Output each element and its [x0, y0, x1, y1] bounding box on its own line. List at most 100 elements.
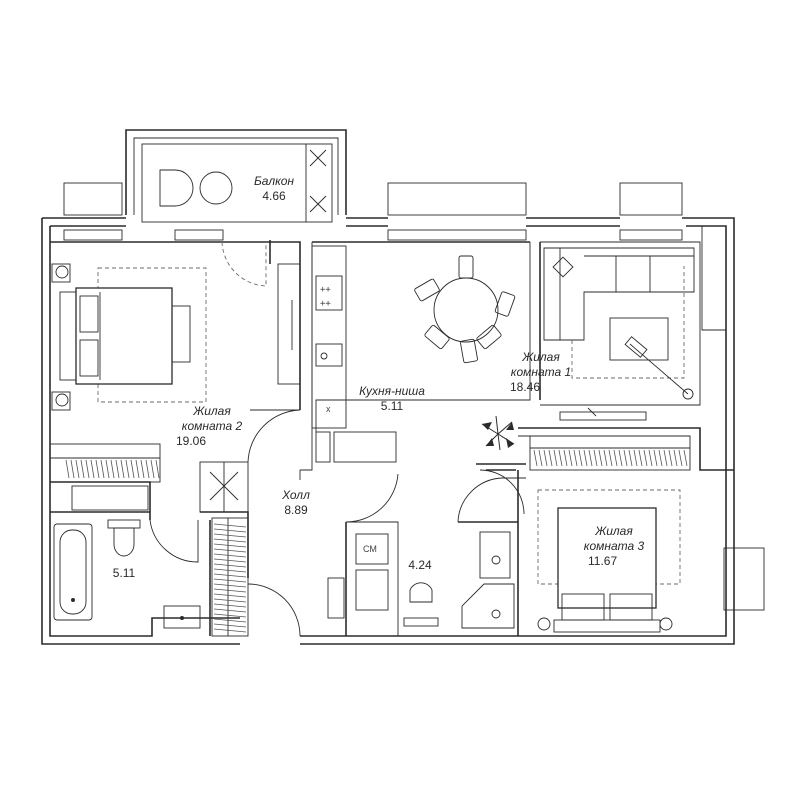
- hatch-line: [80, 459, 85, 479]
- bathtub-icon: [53, 523, 93, 621]
- dining-table-icon: [433, 277, 499, 343]
- hatch-line: [583, 449, 588, 467]
- plant-icon: [481, 415, 515, 451]
- hatch-line: [558, 449, 563, 467]
- hatch-line: [633, 449, 638, 467]
- washer-label: СМ: [363, 544, 377, 554]
- svg-text:++: ++: [320, 299, 331, 309]
- hatch-line: [95, 459, 100, 479]
- hatch-line: [135, 459, 140, 479]
- living2-name-line1: Жилая: [193, 404, 231, 418]
- hatch-line: [213, 523, 247, 528]
- living3-furniture: [537, 489, 681, 633]
- living3-label: Жилая комната 3 11.67: [566, 524, 662, 569]
- hatch-line: [213, 573, 247, 578]
- outer-walls: [41, 217, 735, 645]
- hatch-line: [110, 459, 115, 479]
- kitchen-name: Кухня-ниша: [359, 384, 425, 398]
- bath1-label: 5.11: [102, 566, 146, 581]
- hatch-line: [155, 459, 160, 479]
- hatch-line: [150, 459, 155, 479]
- hatch-line: [213, 593, 247, 598]
- bath1-sink-icon: [163, 605, 201, 629]
- hatch-line: [140, 459, 145, 479]
- hatch-line: [100, 459, 105, 479]
- hatch-line: [213, 603, 247, 608]
- stove-icon: ++ ++: [320, 285, 331, 309]
- sink-icon: [315, 343, 343, 367]
- hatch-line: [145, 459, 150, 479]
- living2-area: 19.06: [176, 434, 207, 448]
- hatch-line: [70, 459, 75, 479]
- windows: [63, 182, 765, 611]
- bath2-sink-icon: [479, 531, 511, 579]
- hatch-line: [213, 608, 247, 613]
- bath2-label: 4.24: [398, 558, 442, 573]
- bath2-area: 4.24: [408, 558, 432, 572]
- hatch-line: [628, 449, 633, 467]
- hatch-line: [538, 449, 543, 467]
- hatch-line: [85, 459, 90, 479]
- hatch-line: [130, 459, 135, 479]
- hatch-line: [578, 449, 583, 467]
- hatch-line: [65, 459, 70, 479]
- hatch-line: [683, 449, 688, 467]
- hatch-line: [213, 548, 247, 553]
- living1-label: Жилая комната 1 18.46: [496, 350, 586, 395]
- hatch-line: [213, 623, 247, 628]
- kitchen-area: 5.11: [380, 399, 404, 413]
- hatch-line: [668, 449, 673, 467]
- hatch-line: [90, 459, 95, 479]
- hatch-line: [598, 449, 603, 467]
- hatch-line: [213, 558, 247, 563]
- hall-area: 8.89: [284, 503, 308, 517]
- hatch-line: [613, 449, 618, 467]
- hatch-line: [573, 449, 578, 467]
- shower-icon: [461, 583, 515, 629]
- hatch-line: [125, 459, 130, 479]
- hatch-line: [543, 449, 548, 467]
- washer-icon: [355, 533, 389, 565]
- hatch-line: [213, 563, 247, 568]
- hatch-line: [623, 449, 628, 467]
- living1-furniture: [414, 247, 695, 451]
- hatch-line: [593, 449, 598, 467]
- living2-name-line2: комната 2: [181, 419, 243, 433]
- hall-name: Холл: [282, 488, 310, 502]
- hatch-line: [673, 449, 678, 467]
- hatch-line: [213, 578, 247, 583]
- bath2-fixtures: СМ: [327, 531, 515, 629]
- balcony-table-icon: [199, 171, 233, 205]
- hatch-line: [663, 449, 668, 467]
- balcony-name: Балкон: [253, 174, 295, 188]
- balcony-chair-icon: [159, 169, 194, 207]
- hall-label: Холл 8.89: [272, 488, 320, 518]
- hatch-line: [213, 628, 247, 633]
- living3-wardrobe-hatch: [533, 449, 688, 467]
- hatch-line: [213, 538, 247, 543]
- hatch-line: [568, 449, 573, 467]
- hatch-line: [533, 449, 538, 467]
- hall-wardrobe-hatch: [213, 523, 247, 633]
- living2-label: Жилая комната 2 19.06: [162, 404, 262, 449]
- hatch-line: [618, 449, 623, 467]
- balcony-label: Балкон 4.66: [240, 174, 308, 204]
- living3-area: 11.67: [588, 554, 618, 568]
- hatch-line: [603, 449, 608, 467]
- living1-name-line2: комната 1: [510, 365, 572, 379]
- balcony: [125, 129, 347, 223]
- hatch-line: [213, 553, 247, 558]
- living1-area: 18.46: [510, 380, 541, 394]
- hatch-line: [213, 583, 247, 588]
- kitchen-fixtures: ++ ++ x: [311, 245, 397, 463]
- hatch-line: [643, 449, 648, 467]
- hatch-line: [548, 449, 553, 467]
- hatch-line: [653, 449, 658, 467]
- hatch-line: [638, 449, 643, 467]
- hatch-line: [75, 459, 80, 479]
- hatch-line: [213, 618, 247, 623]
- bath1-area: 5.11: [112, 566, 136, 580]
- svg-text:++: ++: [320, 285, 331, 295]
- toilet-icon: [113, 527, 135, 557]
